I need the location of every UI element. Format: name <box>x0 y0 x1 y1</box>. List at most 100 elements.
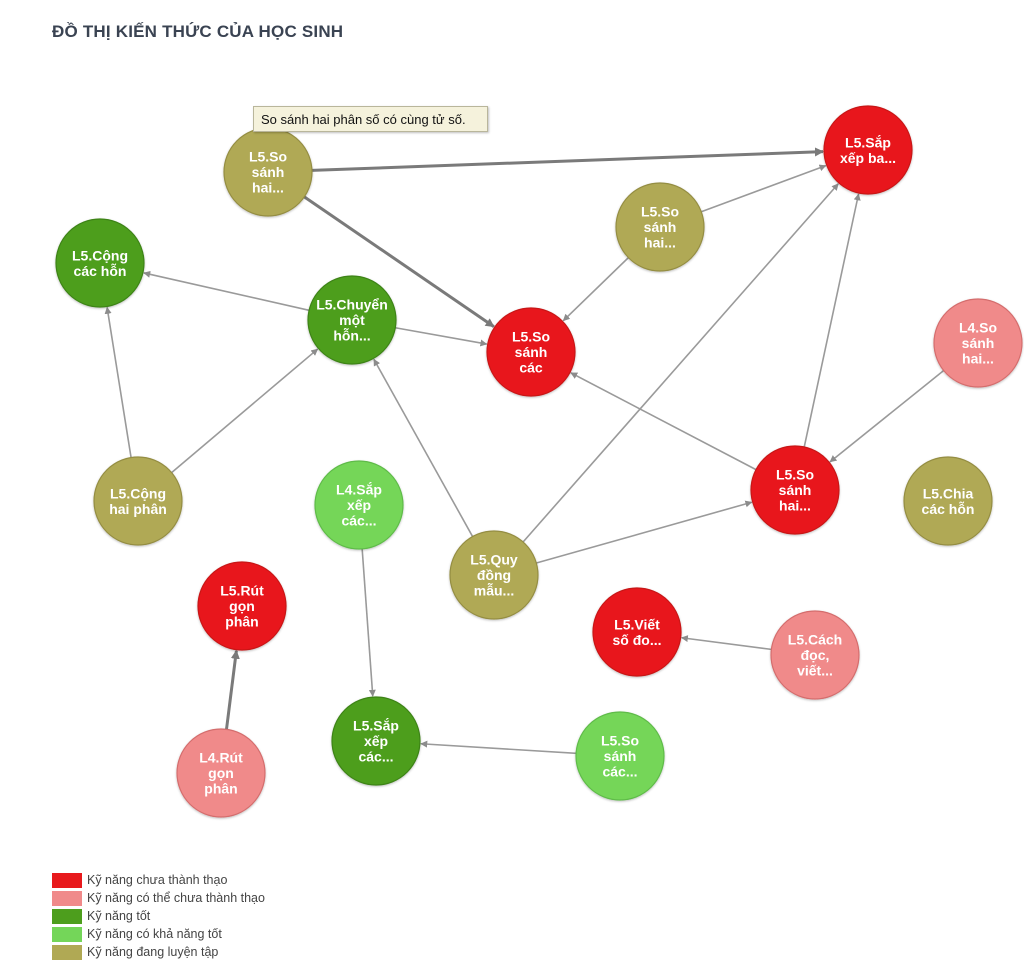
node-circle[interactable] <box>903 456 993 546</box>
node-label-line: L5.Cộng <box>72 247 128 263</box>
node-label-line: L5.So <box>641 204 679 220</box>
node-label-line: các hỗn <box>74 263 127 279</box>
node-label-line: các hỗn <box>922 501 975 517</box>
node-circle[interactable] <box>575 711 665 801</box>
edge-cong-hai-phan-to-cong-cac-hon <box>104 306 132 458</box>
edge-chuyen-mot-hon-to-so-sanh-cac <box>395 326 488 347</box>
node-label-line: L5.So <box>776 467 814 483</box>
edge-so-sanh-hai-mid-to-sap-xep-ba <box>700 164 827 213</box>
node-so-sanh-cac-light[interactable]: L5.Sosánhcác... <box>575 711 665 801</box>
node-circle[interactable] <box>55 218 145 308</box>
node-label-line: mẫu... <box>474 583 514 599</box>
node-label-line: L4.Rút <box>199 750 243 766</box>
legend-label: Kỹ năng có khả năng tốt <box>87 927 222 941</box>
edge-l4-rut-gon-phan-to-rut-gon-phan <box>225 649 240 730</box>
node-label-line: L5.Quy <box>470 552 518 568</box>
node-label-line: sánh <box>604 748 637 764</box>
node-label-line: L5.Cộng <box>110 485 166 501</box>
node-quy-dong-mau[interactable]: L5.Quyđồngmẫu... <box>449 530 539 620</box>
node-circle[interactable] <box>449 530 539 620</box>
node-label-line: hai phân <box>109 501 167 517</box>
node-l4-so-sanh-hai[interactable]: L4.Sosánhhai... <box>933 298 1023 388</box>
node-circle[interactable] <box>615 182 705 272</box>
node-circle[interactable] <box>93 456 183 546</box>
edge-l4-sap-xep-cac-to-sap-xep-cac <box>361 548 376 697</box>
edge-quy-dong-mau-to-so-sanh-hai-red <box>536 500 753 564</box>
node-label-line: phân <box>225 614 258 630</box>
node-circle[interactable] <box>486 307 576 397</box>
node-label-line: L5.Sắp <box>353 717 399 734</box>
legend-swatch <box>52 926 82 942</box>
node-label-line: L5.Rút <box>220 583 264 599</box>
node-label-line: sánh <box>644 219 677 235</box>
node-circle[interactable] <box>176 728 266 818</box>
edge-quy-dong-mau-to-sap-xep-ba <box>522 183 839 543</box>
node-label-line: sánh <box>962 335 995 351</box>
node-circle[interactable] <box>823 105 913 195</box>
legend-label: Kỹ năng tốt <box>87 909 151 923</box>
node-l4-sap-xep-cac[interactable]: L4.Sắpxếpcác... <box>314 460 404 550</box>
node-label-line: L5.Viết <box>614 616 660 632</box>
node-label-line: L5.So <box>601 733 639 749</box>
node-label-line: các... <box>341 513 376 529</box>
node-label-line: số đo... <box>613 632 662 648</box>
edge-quy-dong-mau-to-chuyen-mot-hon <box>373 358 474 537</box>
legend-label: Kỹ năng chưa thành thạo <box>87 873 228 887</box>
legend-item-not-mastered: Kỹ năng chưa thành thạo <box>52 871 265 889</box>
edge-l4-so-sanh-hai-to-so-sanh-hai-red <box>829 369 945 463</box>
edge-so-sanh-hai-tu-to-sap-xep-ba <box>311 147 824 172</box>
node-label-line: sánh <box>779 482 812 498</box>
node-circle[interactable] <box>592 587 682 677</box>
node-chuyen-mot-hon[interactable]: L5.Chuyểnmộthỗn... <box>307 275 397 365</box>
node-circle[interactable] <box>750 445 840 535</box>
node-label-line: các... <box>358 749 393 765</box>
legend-swatch <box>52 890 82 906</box>
node-so-sanh-hai-tu[interactable]: L5.Sosánhhai... <box>223 127 313 217</box>
node-so-sanh-hai-red[interactable]: L5.Sosánhhai... <box>750 445 840 535</box>
edge-so-sanh-hai-mid-to-so-sanh-cac <box>562 257 629 322</box>
node-label-line: hai... <box>962 351 994 367</box>
node-label-line: L5.Sắp <box>845 133 891 150</box>
node-label-line: gọn <box>208 765 234 781</box>
edge-cong-hai-phan-to-chuyen-mot-hon <box>171 348 319 474</box>
edge-so-sanh-hai-tu-to-so-sanh-cac <box>303 195 495 328</box>
node-circle[interactable] <box>933 298 1023 388</box>
node-tooltip: So sánh hai phân số có cùng tử số. <box>253 106 488 132</box>
node-circle[interactable] <box>770 610 860 700</box>
node-circle[interactable] <box>331 696 421 786</box>
edge-cach-doc-viet-to-viet-so-do <box>680 635 772 651</box>
edge-so-sanh-hai-red-to-sap-xep-ba <box>803 193 861 448</box>
node-label-line: xếp <box>364 733 388 749</box>
page-title: ĐỒ THỊ KIẾN THỨC CỦA HỌC SINH <box>52 22 344 41</box>
node-label-line: sánh <box>252 164 285 180</box>
node-label-line: đọc, <box>801 647 830 663</box>
node-label-line: hỗn... <box>333 328 370 344</box>
node-circle[interactable] <box>314 460 404 550</box>
node-label-line: L4.Sắp <box>336 481 382 498</box>
node-label-line: các... <box>602 764 637 780</box>
node-sap-xep-cac[interactable]: L5.Sắpxếpcác... <box>331 696 421 786</box>
node-label-line: một <box>339 312 365 328</box>
node-label-line: gọn <box>229 598 255 614</box>
node-cach-doc-viet[interactable]: L5.Cáchđọc,viết... <box>770 610 860 700</box>
legend-item-practicing: Kỹ năng đang luyện tập <box>52 943 265 961</box>
edge-chuyen-mot-hon-to-cong-cac-hon <box>143 270 310 312</box>
legend-label: Kỹ năng đang luyện tập <box>87 945 219 959</box>
node-label-line: L5.Chia <box>923 485 974 501</box>
legend-swatch <box>52 872 82 888</box>
edge-so-sanh-hai-red-to-so-sanh-cac <box>570 372 757 471</box>
node-circle[interactable] <box>307 275 397 365</box>
node-label-line: xếp <box>347 497 371 513</box>
node-circle[interactable] <box>197 561 287 651</box>
node-so-sanh-hai-mid[interactable]: L5.Sosánhhai... <box>615 182 705 272</box>
node-label-line: hai... <box>779 498 811 514</box>
